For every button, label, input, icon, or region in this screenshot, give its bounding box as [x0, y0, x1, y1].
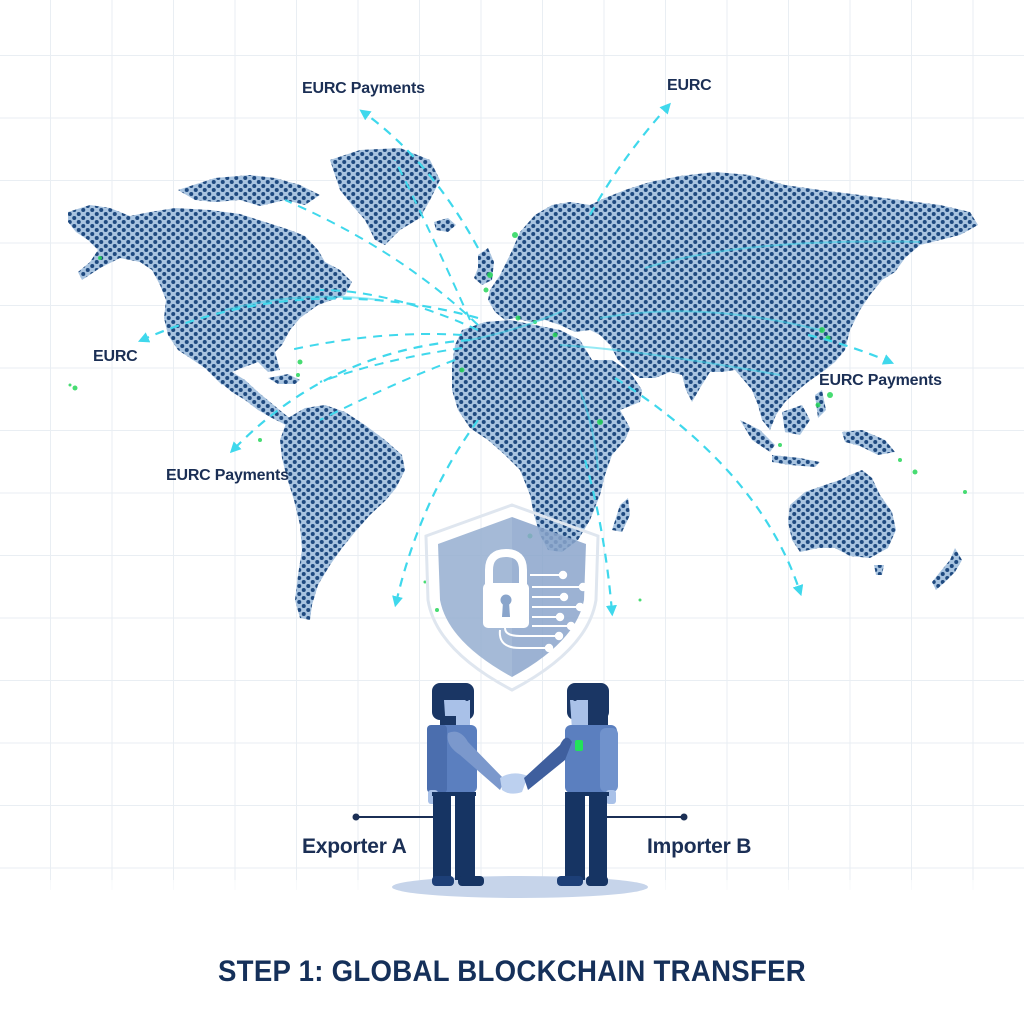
map-label-top-right: EURC [667, 77, 712, 94]
arc-bottom-left [229, 338, 471, 454]
australia [788, 470, 896, 558]
step-title: STEP 1: GLOBAL BLOCKCHAIN TRANSFER [218, 955, 806, 988]
japan [826, 290, 858, 345]
borneo [782, 405, 810, 435]
importer-label: Importer B [647, 835, 752, 858]
payment-arcs [137, 102, 895, 617]
shield-lock-icon [424, 503, 600, 692]
map-label-top-left: EURC Payments [302, 80, 425, 97]
map-label-left: EURC [93, 348, 138, 365]
greenland [330, 148, 440, 245]
map-label-bottom-left: EURC Payments [166, 467, 289, 484]
caribbean [268, 374, 300, 384]
importer-connector [606, 813, 688, 821]
iceland [434, 218, 456, 232]
grid-fade [0, 880, 1024, 1024]
north-america [68, 205, 352, 385]
payment-arcs-secondary [284, 159, 479, 421]
central-america [215, 372, 292, 425]
south-america [280, 405, 405, 620]
philippines [815, 390, 826, 418]
continents [68, 148, 978, 620]
handshake-icon [500, 773, 528, 794]
new-zealand [932, 548, 962, 590]
ground-shadow [392, 876, 648, 898]
tasmania [874, 565, 884, 575]
map-label-right: EURC Payments [819, 372, 942, 389]
padlock-icon [483, 548, 529, 628]
land-routes [224, 240, 921, 471]
indonesia-java [772, 455, 820, 467]
green-badge-icon [575, 740, 583, 751]
eurasia [488, 172, 978, 430]
arc-down-2 [583, 459, 617, 617]
importer-figure [524, 683, 618, 886]
new-guinea [842, 430, 895, 455]
exporter-figure [427, 683, 505, 886]
arc-right [807, 333, 895, 365]
africa [452, 320, 630, 552]
arc-top-right [589, 102, 671, 216]
circuit-lines-icon [498, 570, 588, 653]
arc-down-1 [392, 419, 479, 608]
exporter-connector [352, 813, 436, 821]
madagascar [612, 498, 630, 532]
arc-top-left [359, 109, 479, 249]
uk [474, 248, 494, 285]
arctic-islands [178, 175, 320, 206]
exporter-label: Exporter A [302, 835, 407, 858]
indonesia-sumatra [740, 420, 775, 452]
